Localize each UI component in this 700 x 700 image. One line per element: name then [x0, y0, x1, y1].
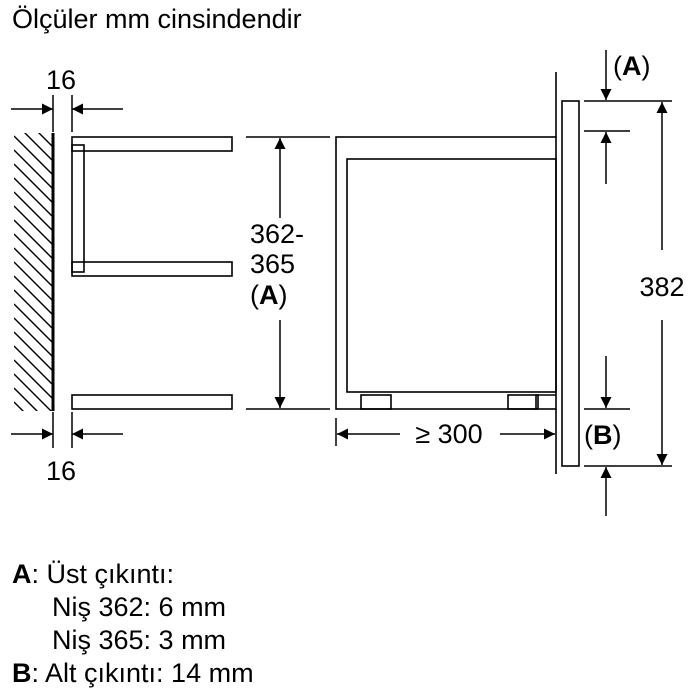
- note-b-text: : Alt çıkıntı: 14 mm: [31, 658, 254, 688]
- dimension-wall-gap-bottom: [11, 412, 123, 448]
- dimension-label-niche-height-3: (A): [250, 280, 288, 310]
- bottom-projection-tag: (B): [584, 420, 622, 450]
- dimension-label-niche-height-1: 362-: [250, 219, 304, 249]
- note-a-key: A: [12, 559, 32, 589]
- top-projection-tag: (A): [613, 51, 651, 81]
- notes: A: Üst çıkıntı: Niş 362: 6 mm Niş 365: 3…: [12, 558, 254, 690]
- note-a-text: : Üst çıkıntı:: [31, 559, 175, 589]
- projection-markers: [584, 50, 630, 516]
- dimension-niche-height: [246, 136, 330, 410]
- note-b-key: B: [12, 658, 32, 688]
- dimension-label-wall-gap-top: 16: [46, 65, 76, 95]
- note-a-line2: Niş 362: 6 mm: [52, 592, 227, 622]
- page-title: Ölçüler mm cinsindendir: [12, 4, 302, 34]
- dimension-label-niche-height-2: 365: [250, 249, 295, 279]
- appliance-body: [335, 72, 580, 474]
- dimension-front-height: [584, 100, 672, 467]
- cabinet-niche: [71, 136, 233, 410]
- dimension-depth: [335, 418, 555, 446]
- dimension-label-depth: ≥ 300: [415, 419, 482, 449]
- note-a: A: Üst çıkıntı:: [12, 558, 254, 591]
- dimension-label-front-height: 382: [639, 272, 684, 302]
- wall-hatching: [14, 133, 52, 411]
- note-b: B: Alt çıkıntı: 14 mm: [12, 657, 254, 690]
- note-a-line3: Niş 365: 3 mm: [52, 625, 227, 655]
- dimension-label-wall-gap-bottom: 16: [46, 456, 76, 486]
- dimension-wall-gap-top: [11, 95, 123, 132]
